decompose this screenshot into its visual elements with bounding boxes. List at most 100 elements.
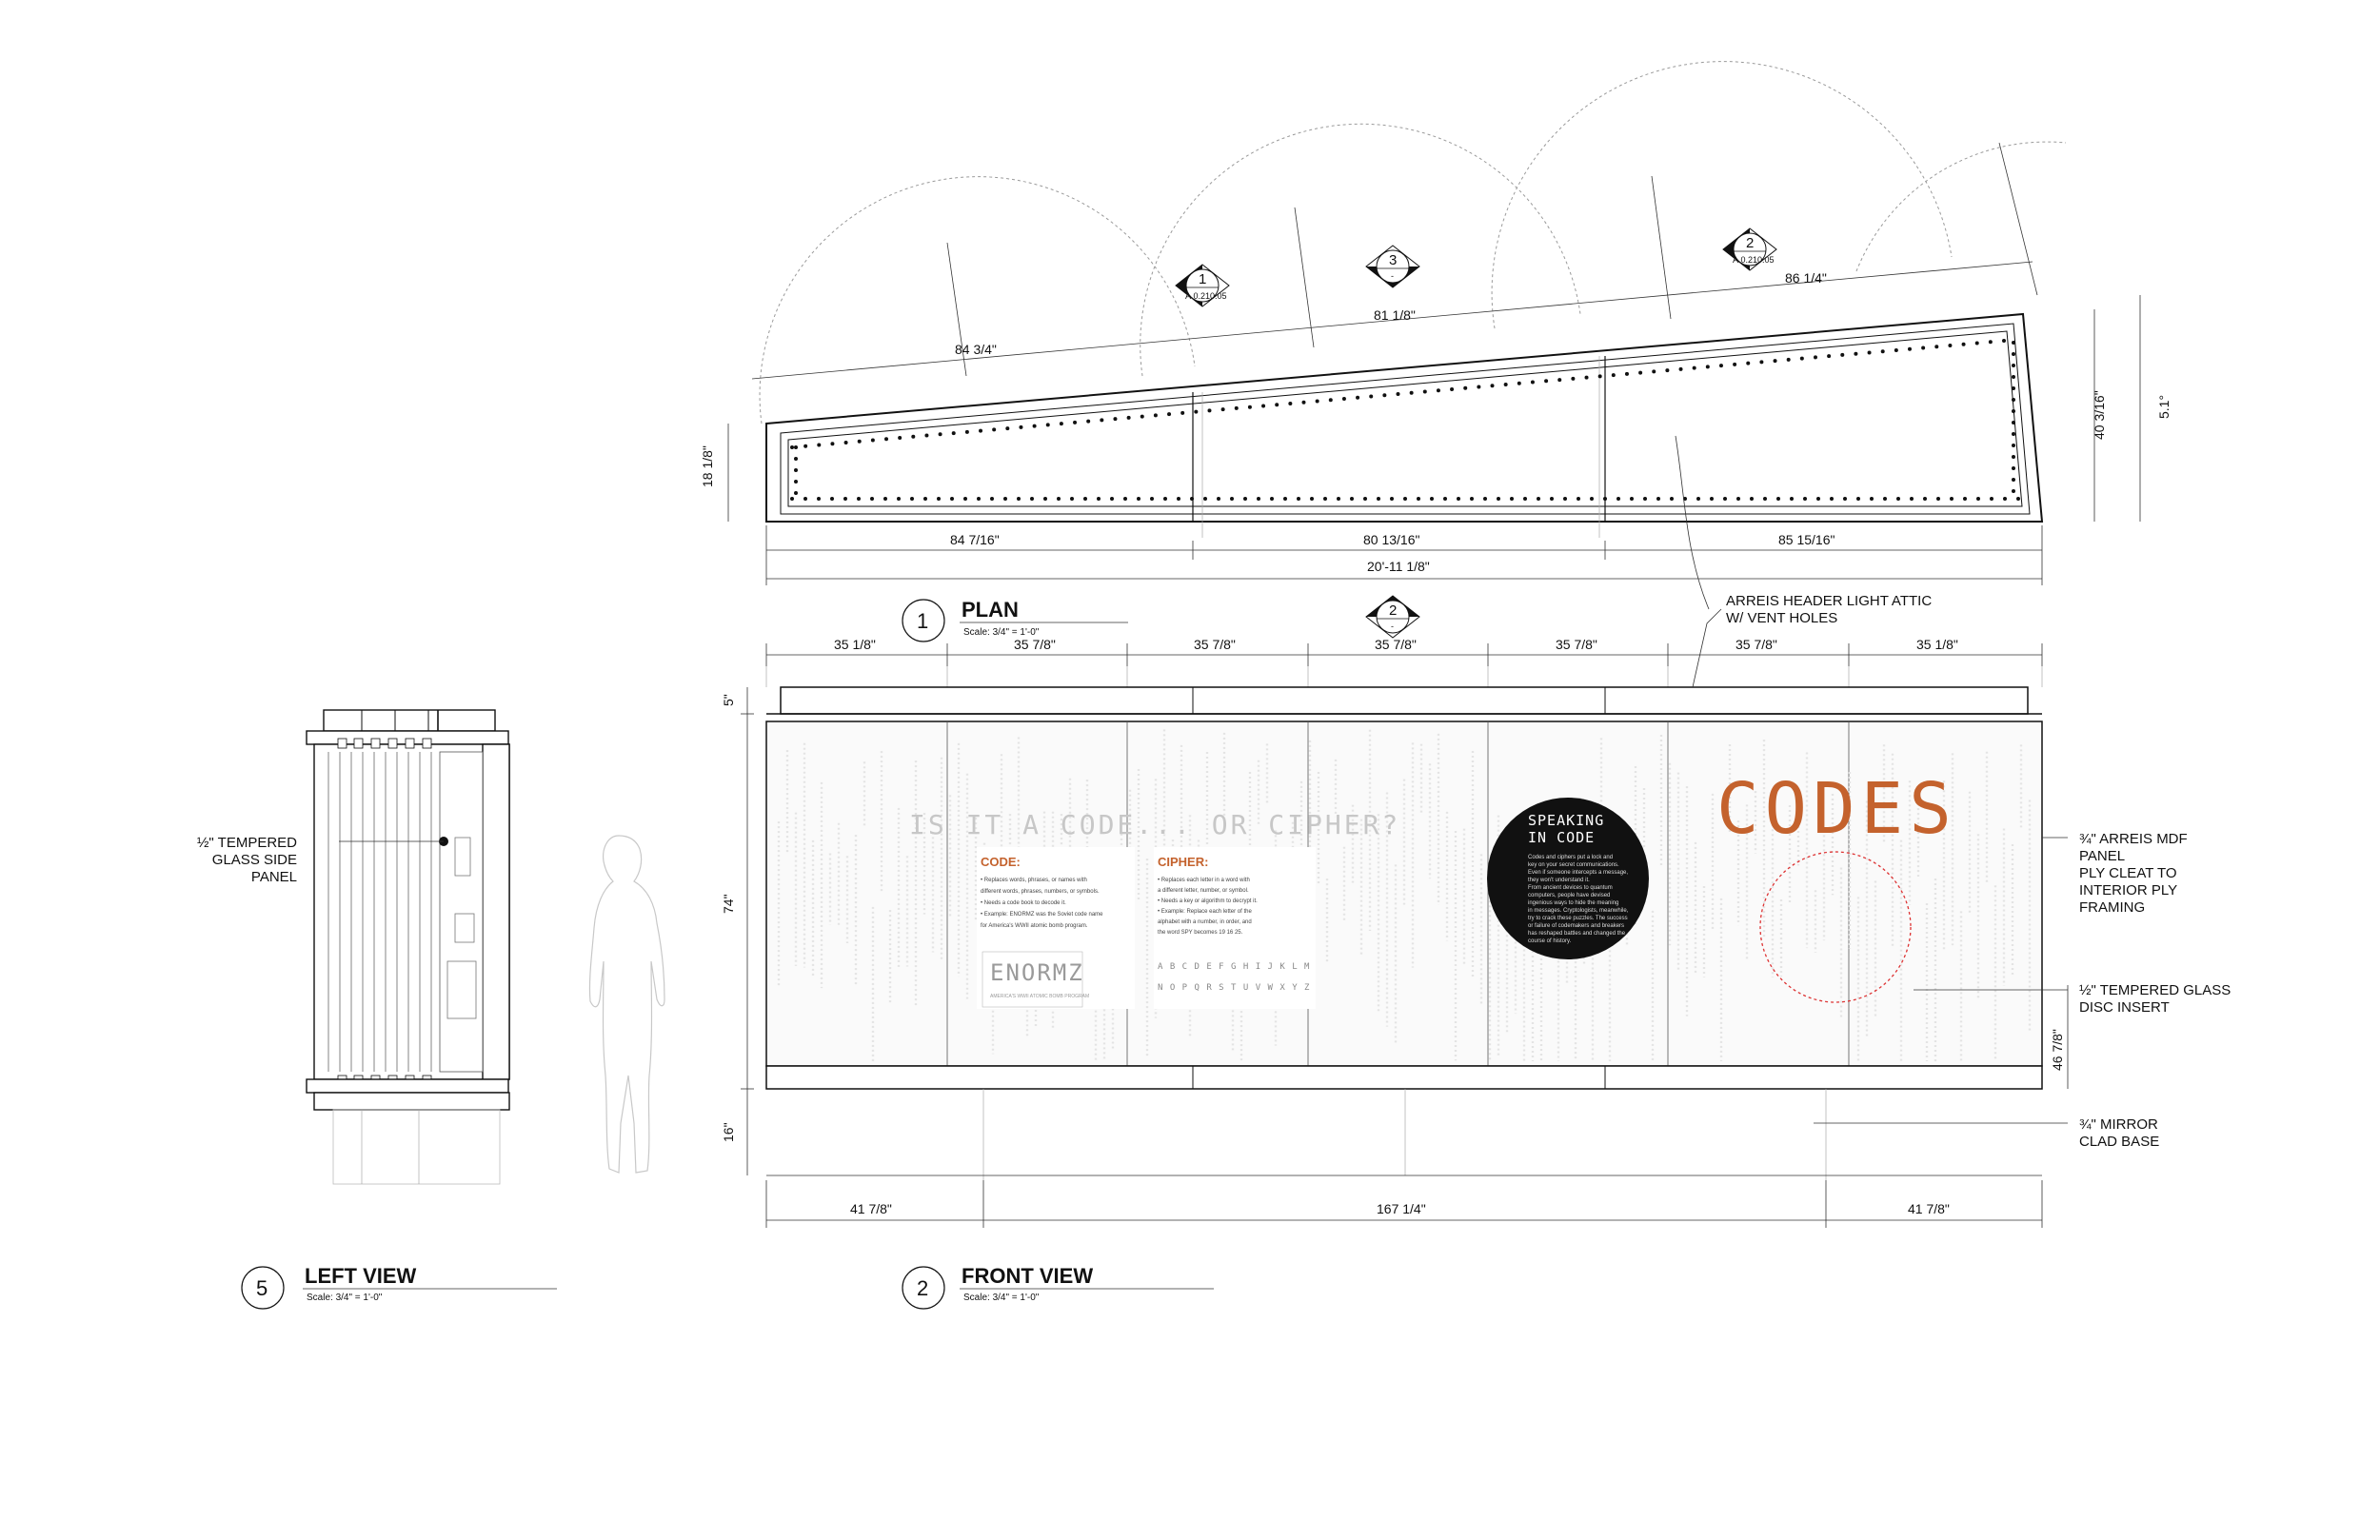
note-header-2: W/ VENT HOLES (1726, 610, 1837, 626)
vent-hole (870, 438, 875, 443)
dim-front-header: 5" (721, 694, 736, 706)
section-tag-1-sheet: A.0.210.05 (1185, 291, 1227, 301)
vent-hole (950, 497, 954, 501)
vent-hole (1403, 497, 1407, 501)
vent-hole (1043, 497, 1047, 501)
vent-hole (1083, 497, 1087, 501)
speak-body-line: they won't understand it. (1528, 878, 1590, 883)
graphic-cipher-bullets: • Replaces each letter in a word with a … (1158, 878, 1258, 936)
vent-hole (1976, 497, 1980, 501)
vent-hole (1097, 497, 1101, 501)
vent-hole (1497, 497, 1500, 501)
dim-plan-overall: 20'-11 1/8" (1367, 559, 1430, 574)
speak-body-line: try to crack these puzzles. The success (1528, 916, 1628, 921)
section-tag-3-sheet: - (1391, 271, 1394, 281)
vent-hole (1786, 357, 1791, 362)
dim-front-bottom-right: 41 7/8" (1908, 1201, 1950, 1216)
vent-hole (1328, 398, 1333, 403)
dim-front-top-7: 35 1/8" (1916, 637, 1958, 652)
vent-hole (1100, 418, 1104, 423)
glass-clip (353, 738, 364, 749)
vent-hole (910, 497, 914, 501)
glass-disc-insert (1759, 851, 1912, 1003)
vent-hole (2012, 341, 2015, 345)
glass-leaf-2 (1294, 207, 1315, 348)
speak-body-line: in messages. Cryptologists, meanwhile, (1528, 908, 1629, 914)
vent-hole (1830, 497, 1834, 501)
note-mirror-1: ¾" MIRROR (2079, 1116, 2158, 1133)
glass-leaf-1 (946, 242, 967, 377)
leader-header-note-2 (1675, 435, 1710, 610)
plan-view: 84 3/4" 81 1/8" 86 1/4" 18 1/8" 40 3/16"… (700, 61, 2172, 642)
vent-hole (1870, 497, 1874, 501)
graphic-speaking-disc (1487, 798, 1649, 959)
speak-body-line: ingenious ways to hide the meaning (1528, 900, 1618, 906)
vent-hole (1611, 373, 1616, 378)
front-title-number: 2 (917, 1276, 928, 1300)
vent-hole (2012, 455, 2015, 459)
dim-front-right: 46 7/8" (2050, 1029, 2065, 1071)
vent-hole (2002, 339, 2006, 343)
dim-front-base: 16" (721, 1122, 736, 1142)
vent-hole (2016, 497, 2020, 501)
left-view-header (323, 709, 496, 732)
vent-hole (1315, 399, 1319, 404)
vent-hole (1177, 497, 1180, 501)
front-title-bubble (902, 1266, 945, 1310)
note-panel-3: PLY CLEAT TO (2079, 865, 2177, 881)
leader-header-note (1692, 608, 1722, 688)
vent-hole (2012, 398, 2015, 402)
graphic-headline: IS IT A CODE... OR CIPHER? (909, 809, 1400, 840)
dim-plan-bottom-right: 85 15/16" (1778, 532, 1835, 547)
graphic-alphabet-row-2: N O P Q R S T U V W X Y Z (1158, 983, 1310, 993)
code-bullets-line: • Example: ENORMZ was the Soviet code na… (981, 912, 1103, 918)
vent-hole (1670, 497, 1674, 501)
vent-hole (1630, 497, 1634, 501)
vent-hole (1443, 497, 1447, 501)
vent-hole (1813, 355, 1817, 360)
door-swing-arc-1 (759, 176, 1196, 424)
vent-hole (2012, 375, 2015, 379)
vent-hole (1356, 395, 1360, 400)
dim-plan-seg-left: 84 3/4" (955, 342, 997, 357)
vent-hole (1470, 497, 1474, 501)
vent-hole (1773, 359, 1777, 364)
note-glass-2: DISC INSERT (2079, 999, 2170, 1016)
graphic-enormz: ENORMZ (990, 959, 1084, 986)
note-panel-2: PANEL (2079, 848, 2125, 864)
vent-hole (2012, 352, 2015, 356)
vent-hole (1883, 497, 1887, 501)
vent-hole (1763, 497, 1767, 501)
vent-hole (1934, 345, 1939, 349)
cipher-bullets-line: • Needs a key or algorithm to decrypt it… (1158, 898, 1258, 904)
left-view-note-3: PANEL (251, 869, 297, 885)
vent-hole (1936, 497, 1940, 501)
vent-hole (923, 497, 927, 501)
graphic-code-heading: CODE: (981, 855, 1021, 869)
vent-hole (843, 497, 847, 501)
graphic-alphabet-row-1: A B C D E F G H I J K L M (1158, 962, 1310, 972)
graphic-cipher-panel (1154, 847, 1316, 1009)
vent-hole (883, 497, 887, 501)
vent-hole (1059, 422, 1063, 426)
vent-hole (1550, 497, 1554, 501)
section-tag-3: 3 - (1365, 245, 1420, 288)
vent-hole (790, 497, 794, 501)
note-glass-1: ½" TEMPERED GLASS (2079, 982, 2231, 998)
vent-hole (1422, 389, 1427, 394)
code-bullets-line: • Needs a code book to decode it. (981, 900, 1066, 906)
vent-hole (1341, 396, 1346, 401)
left-view-bracket (446, 960, 477, 1019)
plan-title: PLAN (962, 598, 1019, 622)
vent-hole (990, 497, 994, 501)
vent-hole (1563, 497, 1567, 501)
vent-hole (1961, 342, 1966, 346)
dim-front-body: 74" (721, 894, 736, 914)
section-tag-2-front: 2 - (1365, 595, 1420, 639)
glass-clip (405, 738, 415, 749)
cipher-bullets-line: • Example: Replace each letter of the (1158, 909, 1252, 915)
vent-hole (1803, 497, 1807, 501)
vent-hole (1247, 405, 1252, 409)
vent-hole (1733, 362, 1737, 366)
